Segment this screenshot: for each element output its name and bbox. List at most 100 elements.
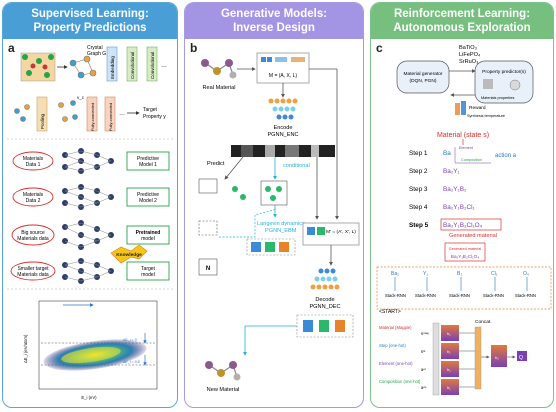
svg-text:h₁: h₁ <box>447 367 451 372</box>
svg-text:New Material: New Material <box>207 387 240 393</box>
predicted-property-box-2 <box>198 220 218 236</box>
panel-c-label: c <box>376 41 383 55</box>
svg-text:PGNN_EBM: PGNN_EBM <box>265 228 297 234</box>
q-network: Material (Magpie) sᵐᵃᵍ Step (one-hot) sˢ… <box>379 319 527 396</box>
svg-text:Predictive: Predictive <box>137 156 159 162</box>
svg-text:h₁: h₁ <box>447 331 451 336</box>
decoder-network-icon <box>310 268 340 290</box>
step-5-formula: Ba₂Y₁B₂Cl₁O₄ <box>443 222 483 229</box>
svg-text:B₂: B₂ <box>457 271 462 277</box>
density-scatter-plot: ΔE_i = 0 ΔE_i = 0.5 ΔE_i (eV/atom) E_i (… <box>23 300 158 400</box>
svg-text:Materials data: Materials data <box>17 272 49 278</box>
material-generator-box <box>396 60 450 94</box>
property-predictor-box <box>474 60 534 104</box>
svg-text:Materials: Materials <box>23 192 44 198</box>
generative-pipeline-diagram: Real Material M = (A, X, L) Encode PGNN_… <box>198 52 360 393</box>
step-3-formula: Ba₂Y₁B₂ <box>443 186 467 193</box>
row-1: Materials Data 1 Predictive Model 1 <box>12 148 170 174</box>
row-4: Smaller target Materials data Target mod… <box>10 258 170 284</box>
svg-text:Step (one-hot): Step (one-hot) <box>379 343 406 348</box>
predicted-property-box-n <box>198 258 218 276</box>
step-5-label: Step 5 <box>409 222 429 229</box>
svg-text:Target: Target <box>141 266 156 272</box>
latent-samples-box <box>260 180 288 206</box>
svg-text:Material generator: Material generator <box>404 71 443 77</box>
svg-text:PGNN_ENC: PGNN_ENC <box>267 132 298 138</box>
svg-text:Knowledge: Knowledge <box>116 252 142 258</box>
step-1-formula: Ba <box>443 150 451 157</box>
conv-layer-2 <box>146 46 158 82</box>
compound-3: SrRuO₃ <box>459 59 478 65</box>
svg-text:Target: Target <box>143 107 158 113</box>
svg-text:Materials data: Materials data <box>17 236 49 242</box>
predictor-icons <box>483 79 521 91</box>
svg-text:Materials properties: Materials properties <box>481 96 514 100</box>
panel-c-header: Reinforcement Learning: Autonomous Explo… <box>371 3 553 39</box>
stack-rnn-row: Ba₂ Y₁ B₂ Cl₁ O₄ Stack-RNN Stack-RNN Sta… <box>376 266 552 315</box>
svg-text:M' = (A', X', L): M' = (A', X', L) <box>326 229 356 235</box>
svg-text:Stack-RNN: Stack-RNN <box>515 293 536 298</box>
svg-text:Fully-connected: Fully-connected <box>90 103 95 131</box>
transfer-learning-rows: Materials Data 1 Predictive Model 1 Mate… <box>10 148 170 284</box>
svg-text:Reward: Reward <box>469 105 486 111</box>
svg-text:(DQN, PGN): (DQN, PGN) <box>410 78 437 84</box>
svg-text:Stack-RNN: Stack-RNN <box>385 293 406 298</box>
svg-text:Property predictor(s): Property predictor(s) <box>482 69 526 75</box>
svg-text:Ba₂Y₁B₂Cl₁O₄: Ba₂Y₁B₂Cl₁O₄ <box>451 254 479 259</box>
svg-text:M = (A, X, L): M = (A, X, L) <box>269 73 298 79</box>
latent-vector <box>231 145 335 157</box>
cluster-predict <box>232 186 246 200</box>
svg-text:PGNN_DEC: PGNN_DEC <box>309 304 340 310</box>
step-4-label: Step 4 <box>409 204 428 211</box>
svg-text:ΔE_i (eV/atom): ΔE_i (eV/atom) <box>23 334 28 363</box>
svg-text:sᵐᵃᵍ: sᵐᵃᵍ <box>421 331 429 336</box>
cgcnn-diagram: Crystal Graph G Embedding Convolutional … <box>7 45 175 400</box>
svg-text:Stack-RNN: Stack-RNN <box>449 293 470 298</box>
panel-c-title-line2: Autonomous Exploration <box>393 22 531 34</box>
compound-2: LiFePO₄ <box>459 52 481 58</box>
svg-text:v_c: v_c <box>77 95 85 100</box>
svg-text:ΔE_i = 0: ΔE_i = 0 <box>123 338 137 342</box>
svg-text:Ba₂: Ba₂ <box>391 271 399 277</box>
panel-supervised-learning: Supervised Learning: Property Prediction… <box>2 2 178 408</box>
pooled-graph-icon <box>14 104 30 122</box>
svg-text:Element (one-hot): Element (one-hot) <box>379 361 413 366</box>
svg-text:Model 2: Model 2 <box>139 198 157 204</box>
svg-text:Pooling: Pooling <box>40 113 45 129</box>
svg-text:Materials: Materials <box>23 156 44 162</box>
row-2: Materials Data 2 Predictive Model 2 <box>12 184 170 210</box>
row-3: Big source Materials data Pretrained mod… <box>11 220 170 250</box>
encoder-network-icon <box>268 98 298 120</box>
panel-a-title-line2: Property Predictions <box>33 22 147 34</box>
svg-text:aᶜᵒ: aᶜᵒ <box>421 385 427 390</box>
fc-layer-1 <box>86 96 98 132</box>
step-2-formula: Ba₂Y₁ <box>443 168 460 175</box>
step-4-formula: Ba₂Y₁B₂Cl₁ <box>443 204 475 211</box>
panel-b-title-line2: Inverse Design <box>233 22 315 34</box>
svg-text:Data 1: Data 1 <box>26 162 41 168</box>
svg-text:Element: Element <box>459 146 474 150</box>
step-2-label: Step 2 <box>409 168 428 175</box>
svg-text:<START>: <START> <box>379 309 401 315</box>
svg-text:Decode: Decode <box>315 297 334 303</box>
svg-text:Property y: Property y <box>143 114 166 120</box>
svg-text:Pretrained: Pretrained <box>136 230 161 236</box>
svg-text:Real Material: Real Material <box>203 85 236 91</box>
svg-text:Concat.: Concat. <box>475 319 492 325</box>
predicted-property-box-1 <box>198 178 218 194</box>
svg-text:ΔE_i = 0.5: ΔE_i = 0.5 <box>123 360 140 364</box>
pooled-graph-icon-2 <box>58 100 78 122</box>
svg-text:Y₁: Y₁ <box>423 271 428 277</box>
svg-text:aᵉˡ: aᵉˡ <box>421 367 426 372</box>
panel-reinforcement-learning: Reinforcement Learning: Autonomous Explo… <box>370 2 554 408</box>
svg-text:Stack-RNN: Stack-RNN <box>483 293 504 298</box>
svg-text:Composition: Composition <box>461 158 482 162</box>
rl-diagram: BaTiO₃ LiFePO₄ SrRuO₃ Material generator… <box>376 45 552 396</box>
svg-text:Data 2: Data 2 <box>26 198 41 204</box>
svg-text:Langevin dynamics: Langevin dynamics <box>257 221 305 227</box>
panel-a-title-line1: Supervised Learning: <box>31 8 149 20</box>
panel-a-header: Supervised Learning: Property Prediction… <box>3 3 177 39</box>
svg-text:Model 1: Model 1 <box>139 162 157 168</box>
svg-text:Convolutional: Convolutional <box>130 52 135 79</box>
steps-list: Step 1 Ba Element Composition action a S… <box>409 146 517 239</box>
